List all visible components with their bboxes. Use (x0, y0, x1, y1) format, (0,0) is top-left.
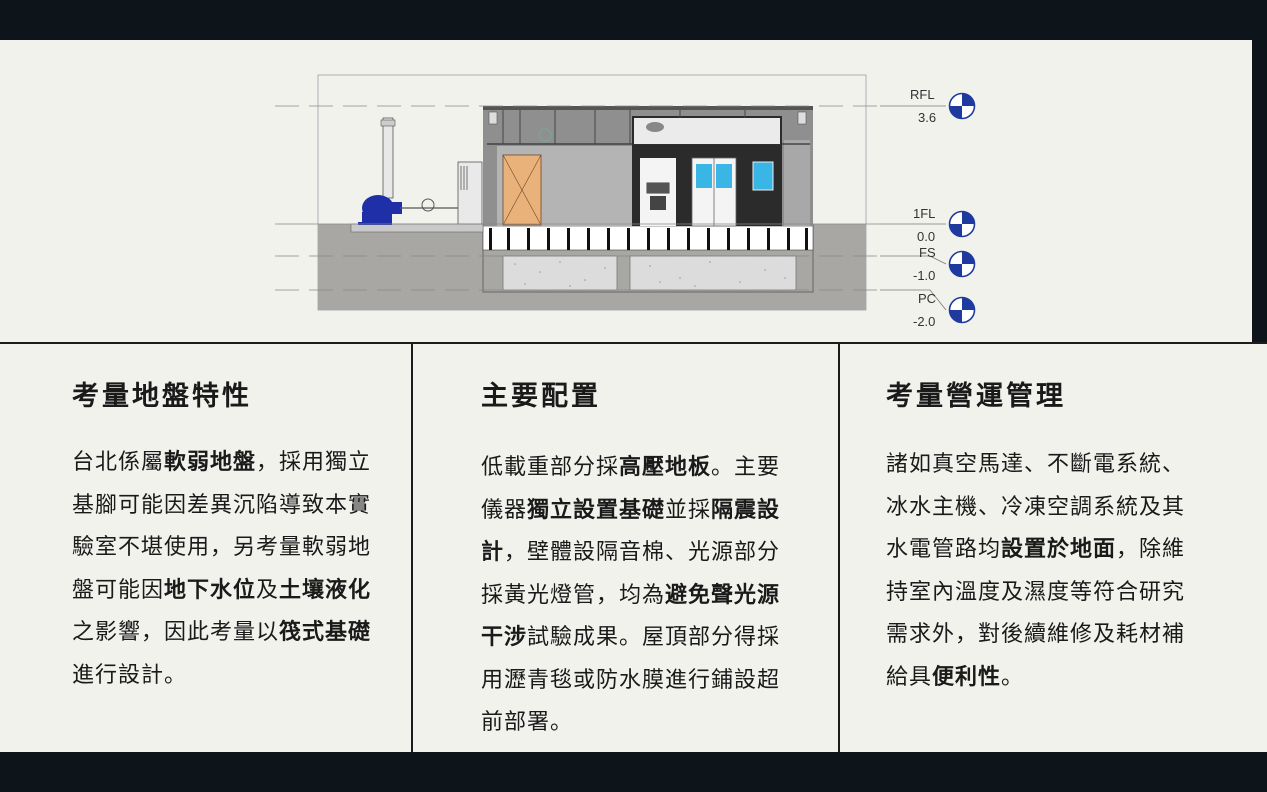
exhaust-stack (382, 117, 394, 199)
level-value: -2.0 (913, 314, 935, 329)
right-band (1252, 40, 1267, 342)
floor-piers (489, 228, 808, 250)
level-marker (948, 250, 976, 278)
body-text: 試驗成果。屋頂部分得採用瀝青毯或防水膜進行鋪設超前部署。 (481, 625, 781, 735)
door-glass (696, 164, 712, 188)
window-glass (752, 161, 774, 191)
body-text: 諸如真空馬達、不斷電系統、冰水主機、冷凍空調系統及其水電管路均 (886, 452, 1186, 562)
body-emphasis: 土壤液化 (279, 577, 372, 603)
body-emphasis: 高壓地板 (619, 455, 712, 480)
section-diagram: RFL 3.6 1FL 0.0 FS -1.0 PC -2.0 (0, 40, 1252, 342)
section-drawing: RFL 3.6 1FL 0.0 FS -1.0 PC -2.0 (275, 74, 976, 329)
body-text: 進行設計。 (72, 662, 188, 688)
duct-fan (646, 122, 664, 132)
feature-column-operations: 考量營運管理 諸如真空馬達、不斷電系統、冰水主機、冷凍空調系統及其水電管路均設置… (838, 344, 1267, 752)
body-emphasis: 便利性 (932, 664, 1002, 690)
concrete-texture (514, 261, 786, 287)
body-text: 及 (256, 577, 280, 603)
column-title: 主要配置 (481, 381, 601, 412)
body-emphasis: 避免聲光源干涉 (481, 582, 781, 651)
air-unit-grille (460, 166, 468, 190)
body-emphasis: 筏式基礎 (279, 620, 372, 645)
foundation-block (502, 255, 618, 291)
air-unit (457, 161, 483, 225)
column-title: 考量地盤特性 (72, 381, 252, 412)
console (645, 181, 671, 195)
roof-vent (797, 111, 807, 125)
bottom-band (0, 752, 1267, 792)
body-emphasis: 隔震設計 (481, 497, 781, 566)
top-band (0, 0, 1267, 40)
level-label: PC (918, 291, 936, 306)
column-body: 台北係屬軟弱地盤，採用獨立基腳可能因差異沉陷導致本實驗室不堪使用，另考量軟弱地盤… (72, 442, 382, 697)
column-body: 諸如真空馬達、不斷電系統、冰水主機、冷凍空調系統及其水電管路均設置於地面，除維持… (886, 444, 1198, 699)
column-title: 考量營運管理 (886, 381, 1066, 412)
feature-columns: 考量地盤特性 台北係屬軟弱地盤，採用獨立基腳可能因差異沉陷導致本實驗室不堪使用，… (0, 342, 1267, 752)
level-value: 0.0 (917, 229, 935, 244)
console-chair (650, 196, 666, 210)
body-emphasis: 軟弱地盤 (164, 450, 257, 475)
body-text: 之影響，因此考量以 (72, 620, 280, 645)
body-text: 低載重部分採 (481, 455, 620, 480)
roof-slab (483, 106, 813, 110)
level-label: 1FL (913, 206, 935, 221)
body-text: ，除維持室內溫度及濕度等符合研究需求外，對後續維修及耗材補給具 (886, 537, 1186, 690)
foundation-block (629, 255, 797, 291)
feature-column-layout: 主要配置 低載重部分採高壓地板。主要儀器獨立設置基礎並採隔震設計，壁體設隔音棉、… (411, 344, 838, 752)
body-text: 並採 (665, 497, 712, 523)
door-glass (716, 164, 732, 188)
body-text: 。 (1001, 664, 1025, 690)
side-room (784, 140, 810, 226)
body-emphasis: 獨立設置基礎 (527, 497, 666, 523)
column-body: 低載重部分採高壓地板。主要儀器獨立設置基礎並採隔震設計，壁體設隔音棉、光源部分採… (481, 447, 791, 745)
equipment-pad (350, 223, 484, 233)
valve-wheel (421, 198, 435, 212)
level-marker (948, 296, 976, 324)
feature-column-ground: 考量地盤特性 台北係屬軟弱地盤，採用獨立基腳可能因差異沉陷導致本實驗室不堪使用，… (0, 344, 411, 752)
body-emphasis: 地下水位 (164, 577, 257, 603)
body-text: ，壁體設隔音棉、光源部分採黃光燈管，均為 (481, 540, 781, 608)
level-value: -1.0 (913, 268, 935, 283)
level-marker (948, 210, 976, 238)
body-text: 。主要儀器 (481, 455, 781, 523)
level-value: 3.6 (918, 110, 936, 125)
level-label: FS (919, 245, 936, 260)
body-emphasis: 設置於地面 (1001, 537, 1117, 562)
level-marker (948, 92, 976, 120)
pump-unit (358, 195, 402, 225)
level-label: RFL (910, 87, 935, 102)
body-text: 台北係屬 (72, 450, 165, 475)
pipe-fitting (538, 128, 552, 142)
level-leaders (880, 105, 947, 311)
roof-vent (488, 111, 498, 125)
body-text: ，採用獨立基腳可能因差異沉陷導致本實驗室不堪使用，另考量軟弱地盤可能因 (72, 450, 372, 603)
